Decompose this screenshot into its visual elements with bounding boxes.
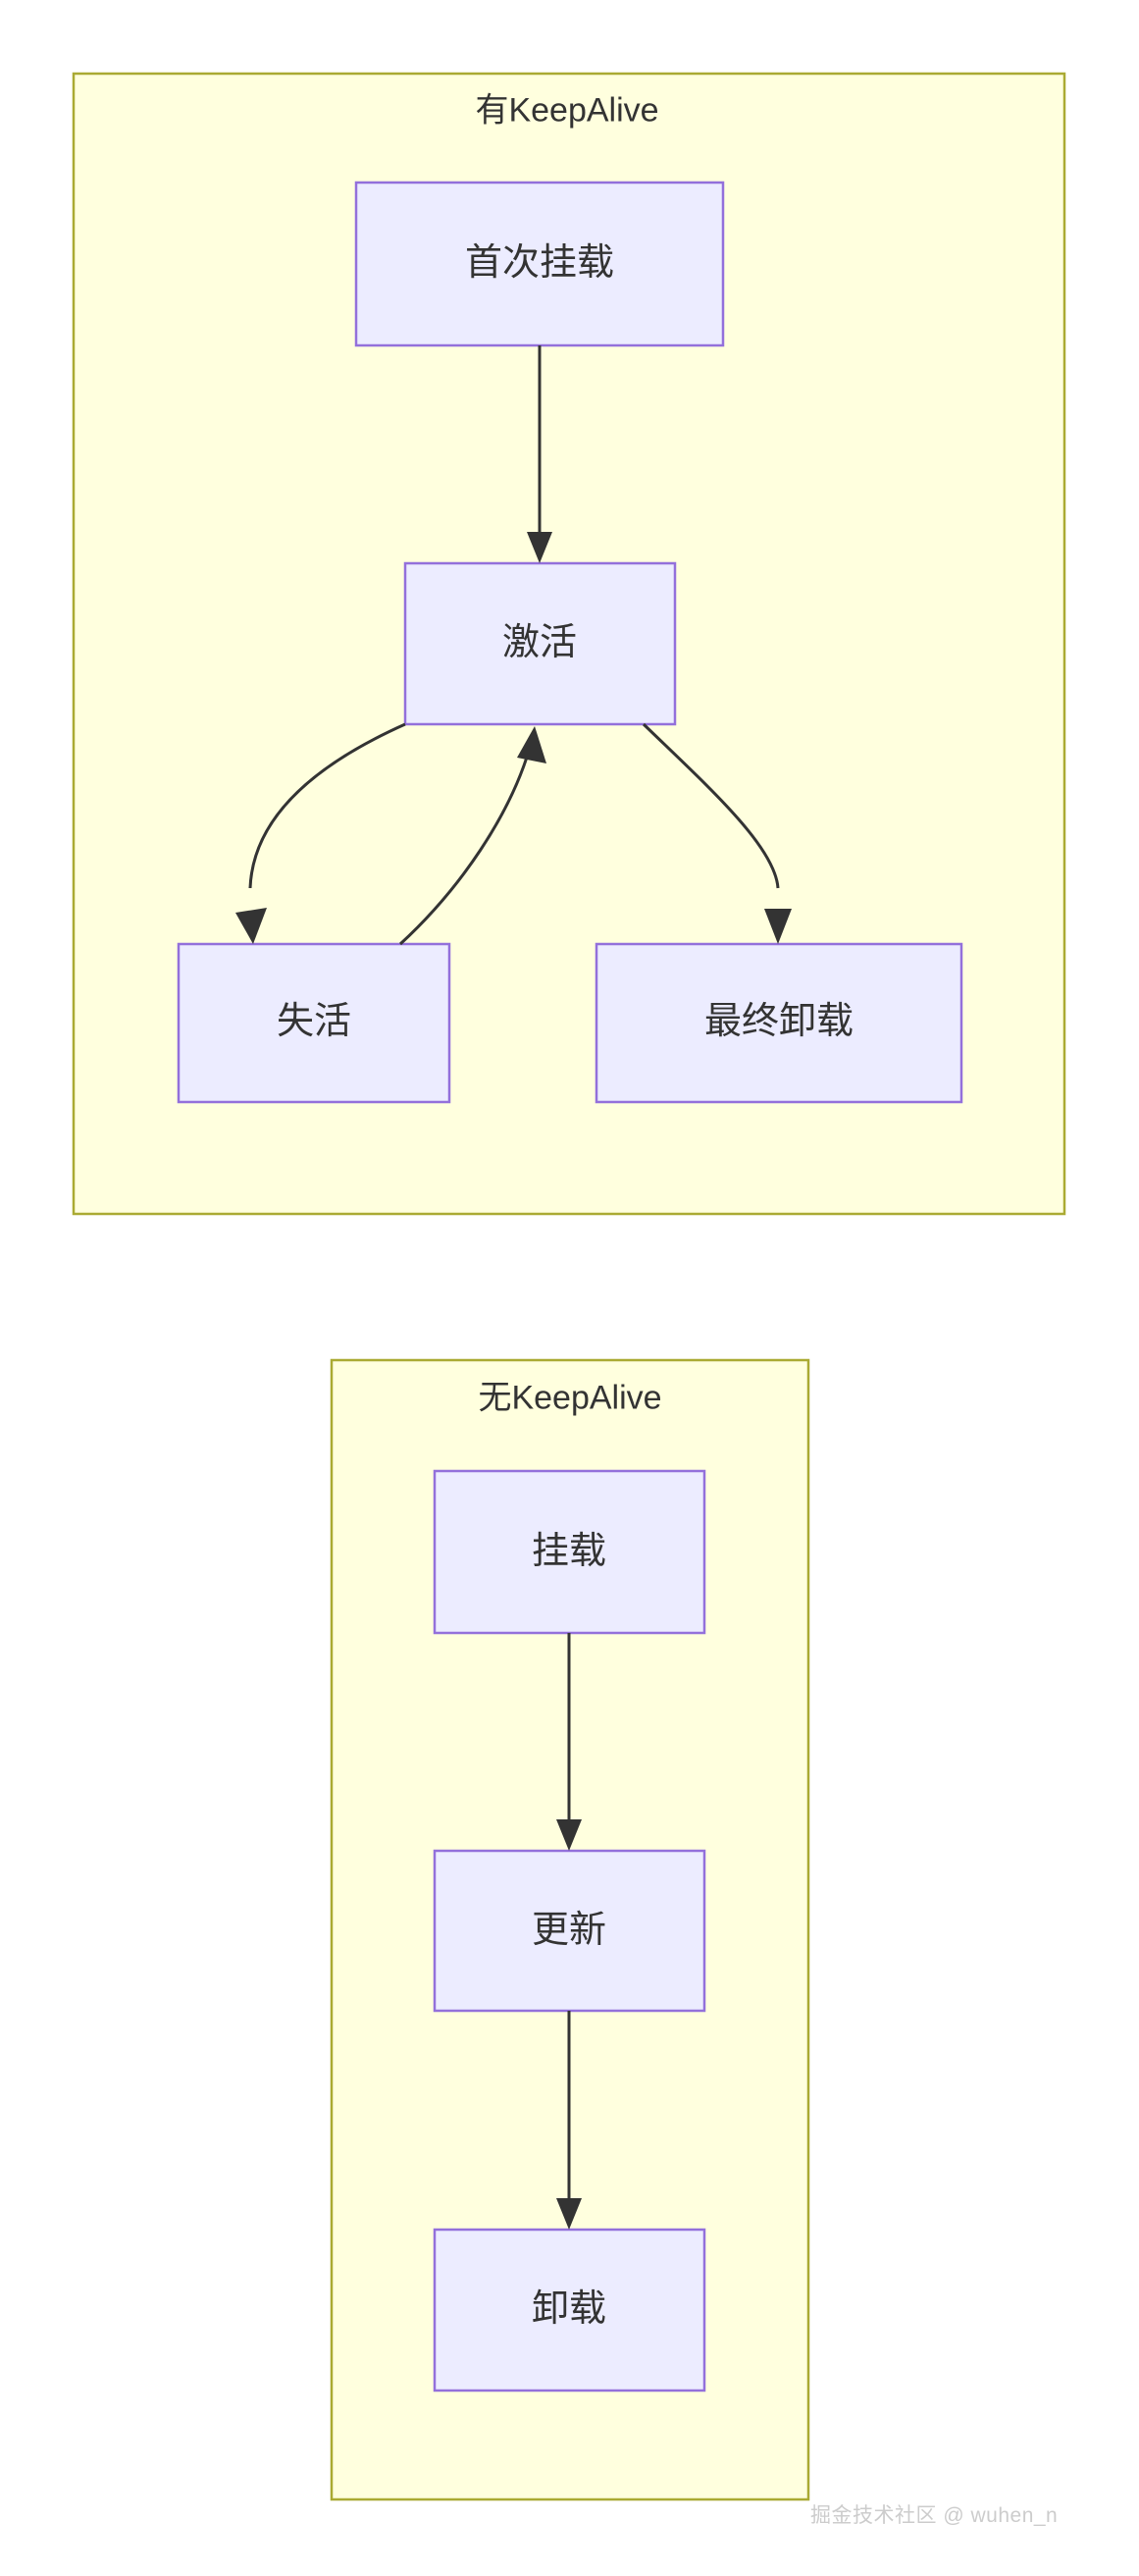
node-label-activate: 激活: [501, 622, 578, 664]
node-box-deactivate[interactable]: [177, 942, 451, 1104]
node-label-final-unmount: 最终卸载: [703, 1001, 854, 1043]
node-label-first-mount: 首次挂载: [464, 242, 615, 285]
node-label-unmount: 卸载: [531, 2288, 607, 2331]
cluster-title-keepalive: 有KeepAlive: [475, 91, 659, 130]
edge-activate-to-deactivate: [248, 722, 406, 889]
node-label-update: 更新: [531, 1910, 607, 1952]
edge-deactivate-to-activate: [398, 747, 532, 946]
edge-activate-to-final-unmount: [642, 722, 780, 889]
arrow-head-activate-to-deactivate: [235, 908, 267, 944]
arrow-head-activate-to-final-unmount: [764, 909, 792, 944]
node-label-deactivate: 失活: [276, 1001, 352, 1043]
arrow-head-mount-to-update: [556, 1819, 582, 1851]
arrow-head-first-mount-to-activate: [527, 532, 552, 563]
node-box-update[interactable]: [433, 1849, 706, 2013]
node-box-final-unmount[interactable]: [595, 942, 963, 1104]
arrow-head-update-to-unmount: [556, 2198, 582, 2230]
node-box-activate[interactable]: [403, 561, 677, 726]
cluster-title-no-keepalive: 无KeepAlive: [478, 1379, 662, 1417]
node-box-first-mount[interactable]: [354, 181, 725, 347]
node-label-mount: 挂载: [531, 1531, 607, 1573]
node-box-unmount[interactable]: [433, 2228, 706, 2392]
node-box-mount[interactable]: [433, 1469, 706, 1635]
watermark-text: 掘金技术社区 @ wuhen_n: [810, 2504, 1059, 2527]
arrow-head-deactivate-to-activate: [517, 726, 546, 763]
